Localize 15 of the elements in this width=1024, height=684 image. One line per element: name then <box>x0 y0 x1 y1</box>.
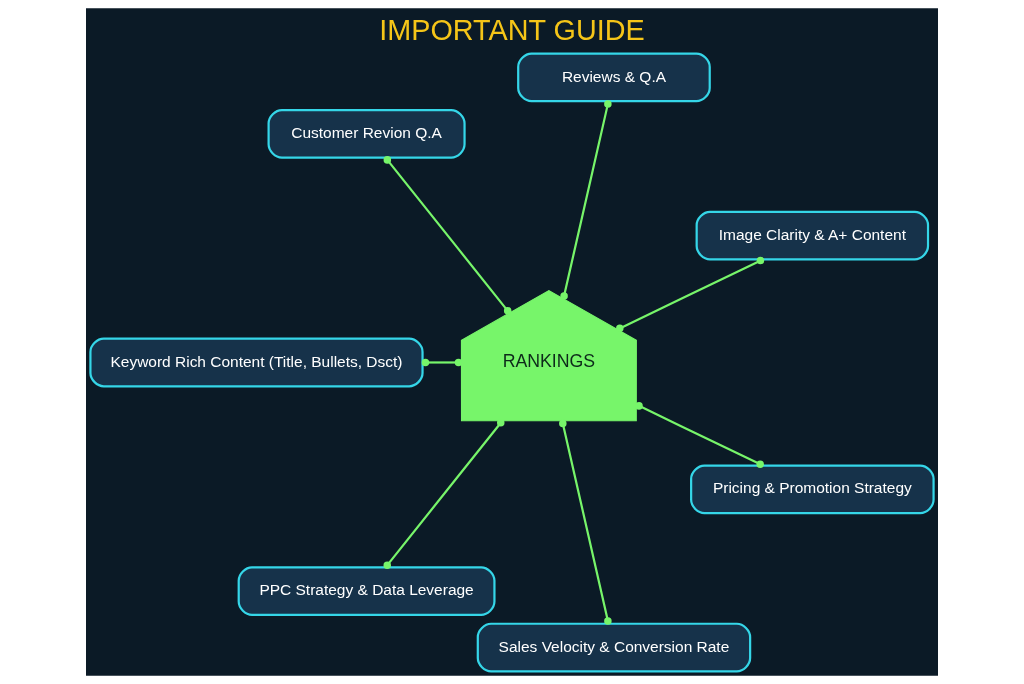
connector <box>383 419 505 569</box>
node-box: Customer Revion Q.A <box>267 108 466 159</box>
node-box: Image Clarity & A+ Content <box>695 210 930 261</box>
connector <box>383 156 512 315</box>
node-box: PPC Strategy & Data Leverage <box>237 566 496 616</box>
connector <box>616 256 765 333</box>
connector <box>421 358 463 367</box>
connector <box>560 100 612 300</box>
diagram-title: IMPORTANT GUIDE <box>379 14 645 47</box>
node-box: Keyword Rich Content (Title, Bullets, Dsct) <box>89 337 424 388</box>
node-box: Reviews & Q.A <box>517 52 711 103</box>
connector <box>559 419 612 625</box>
connector <box>635 402 764 468</box>
node-box: Sales Velocity & Conversion Rate <box>476 622 752 673</box>
node-box: Pricing & Promotion Strategy <box>690 464 935 515</box>
